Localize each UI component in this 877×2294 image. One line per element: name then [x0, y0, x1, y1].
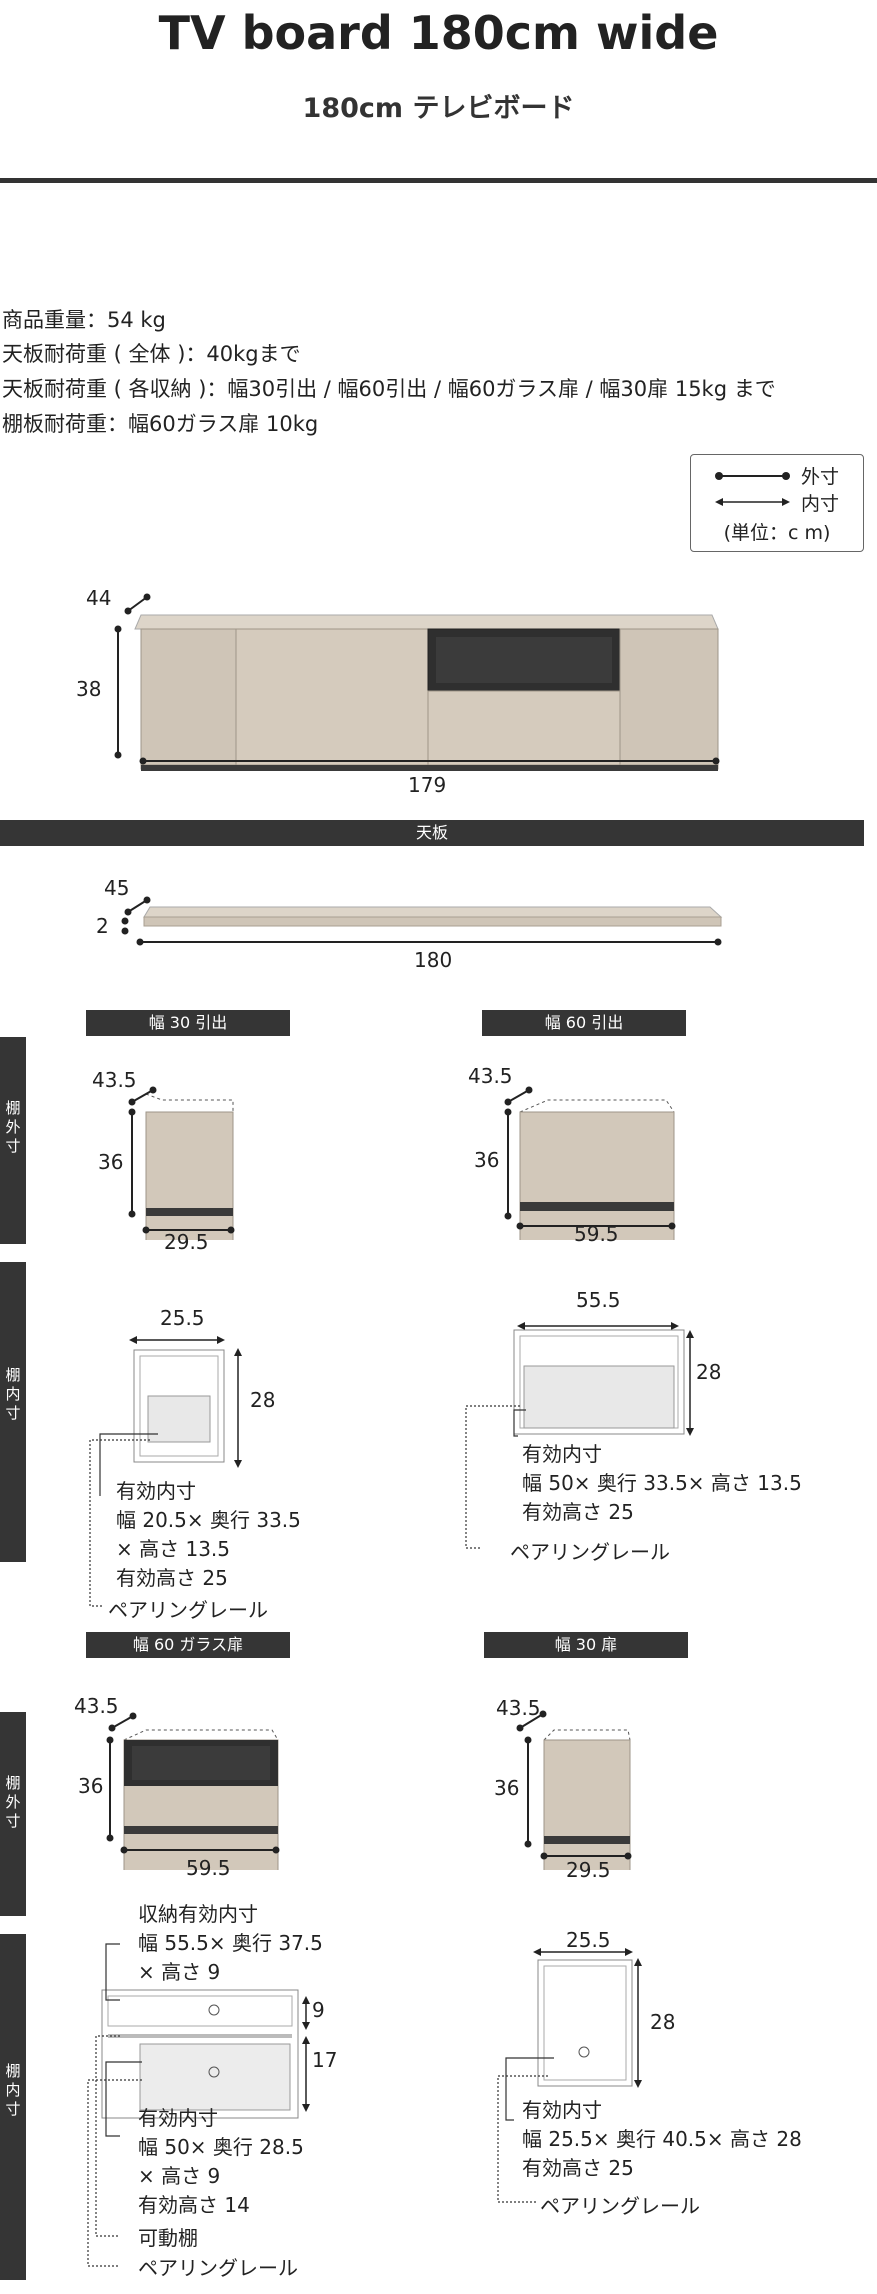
legend-inner-label: 内寸 [801, 493, 840, 515]
page-subtitle: 180cm テレビボード [302, 93, 575, 124]
w60-drawer-inner-height: 28 [696, 1360, 722, 1384]
side-label-inner-2: 棚内寸 [0, 1934, 26, 2280]
page-title: TV board 180cm wide [158, 6, 719, 60]
w30-door-bar: 幅 30 扉 [484, 1632, 688, 1658]
w30-drawer-inner-drawing [89, 1336, 242, 1607]
spec-top-load-each: 天板耐荷重 ( 各収納 )：幅30引出 / 幅60引出 / 幅60ガラス扉 / … [2, 377, 776, 401]
w30-drawer-rail: ペアリングレール [108, 1598, 268, 1622]
w30-door-inner-height: 28 [650, 2010, 676, 2034]
legend-unit-label: (単位：c m) [723, 522, 831, 544]
header-divider [0, 178, 877, 183]
overall-height-label: 38 [76, 677, 102, 701]
spec-shelf-load: 棚板耐荷重：幅60ガラス扉 10kg [2, 412, 319, 436]
w30-door-width: 29.5 [566, 1858, 611, 1882]
tv-board-overall-drawing [114, 593, 720, 771]
w60-glass-outer-drawing [106, 1712, 280, 1870]
side-label-outer-1: 棚外寸 [0, 1037, 26, 1244]
w60-drawer-rail: ペアリングレール [510, 1540, 670, 1564]
w30-drawer-bar: 幅 30 引出 [86, 1010, 290, 1036]
top-board-thickness-label: 2 [96, 914, 109, 938]
overall-width-label: 179 [408, 773, 447, 797]
w60-glass-lower-height: 17 [312, 2048, 338, 2072]
w30-drawer-height: 36 [98, 1150, 124, 1174]
top-board-section-bar: 天板 [0, 820, 864, 846]
w30-door-notes: 有効内寸幅 25.5× 奥行 40.5× 高さ 28 有効高さ 25 [522, 2098, 802, 2180]
side-label-inner-1: 棚内寸 [0, 1262, 26, 1562]
w30-drawer-inner-height: 28 [250, 1388, 276, 1412]
w30-door-height: 36 [494, 1776, 520, 1800]
dimension-legend: 外寸 内寸 (単位：c m) [690, 454, 864, 552]
w30-drawer-width: 29.5 [164, 1230, 209, 1254]
w60-glass-rail: ペアリングレール [138, 2256, 298, 2280]
w60-glass-bar: 幅 60 ガラス扉 [86, 1632, 290, 1658]
top-board-depth-label: 45 [104, 876, 130, 900]
w60-glass-inner-drawing [87, 1943, 310, 2267]
w60-drawer-notes: 有効内寸幅 50× 奥行 33.5× 高さ 13.5 有効高さ 25 [522, 1442, 802, 1524]
w60-drawer-depth: 43.5 [468, 1064, 513, 1088]
legend-outer-label: 外寸 [801, 466, 840, 488]
overall-depth-label: 44 [86, 586, 112, 610]
w30-door-outer-drawing [516, 1710, 632, 1870]
w60-drawer-height: 36 [474, 1148, 500, 1172]
w30-door-depth: 43.5 [496, 1696, 541, 1720]
side-label-outer-2: 棚外寸 [0, 1712, 26, 1916]
spec-top-load-total: 天板耐荷重 ( 全体 )：40kgまで [2, 342, 301, 366]
w60-drawer-bar: 幅 60 引出 [482, 1010, 686, 1036]
top-board-width-label: 180 [414, 948, 453, 972]
w30-door-inner-width: 25.5 [566, 1928, 611, 1952]
w60-glass-height: 36 [78, 1774, 104, 1798]
w60-drawer-outer-drawing [504, 1086, 676, 1240]
w60-drawer-inner-drawing [465, 1322, 694, 1549]
w60-glass-upper-notes: 収納有効内寸幅 55.5× 奥行 37.5 × 高さ 9 [138, 1902, 323, 1984]
w60-glass-shelf: 可動棚 [138, 2226, 198, 2250]
spec-weight: 商品重量：54 kg [2, 308, 166, 332]
w60-glass-upper-height: 9 [312, 1998, 325, 2022]
w60-glass-depth: 43.5 [74, 1694, 119, 1718]
top-board-drawing [121, 896, 723, 946]
w60-glass-width: 59.5 [186, 1856, 231, 1880]
w60-drawer-width: 59.5 [574, 1222, 619, 1246]
w60-drawer-inner-width: 55.5 [576, 1288, 621, 1312]
w30-drawer-inner-width: 25.5 [160, 1306, 205, 1330]
w30-drawer-outer-drawing [128, 1086, 235, 1240]
w30-door-rail: ペアリングレール [540, 2194, 700, 2218]
w30-door-inner-drawing [497, 1948, 642, 2203]
w30-drawer-depth: 43.5 [92, 1068, 137, 1092]
